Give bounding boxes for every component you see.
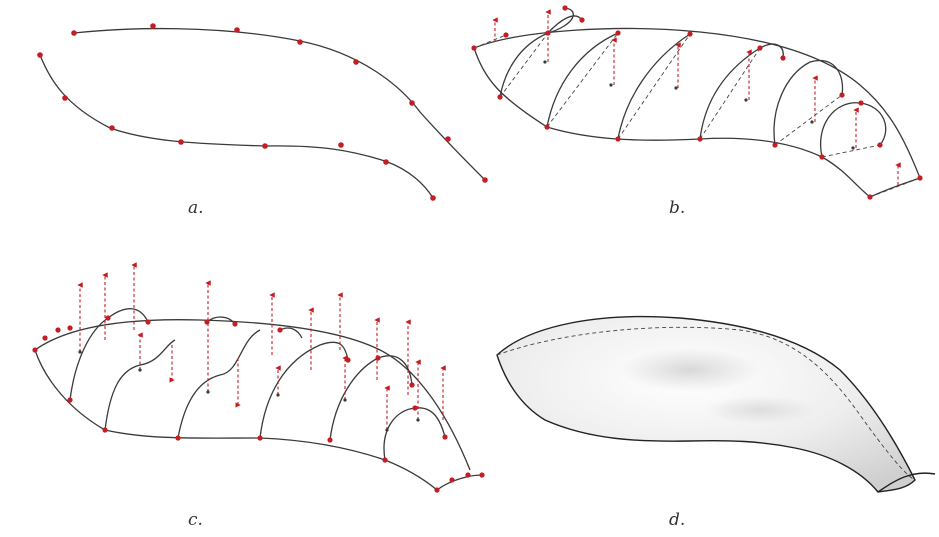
panel-d-shaded-surface bbox=[497, 317, 935, 492]
upper-curve bbox=[74, 29, 485, 180]
upper-boundary-c bbox=[35, 320, 470, 470]
control-points-c bbox=[32, 315, 484, 492]
caption-b: b. bbox=[669, 198, 685, 218]
height-arrows-c bbox=[80, 265, 443, 430]
caption-d: d. bbox=[669, 510, 685, 530]
caption-a: a. bbox=[188, 198, 204, 218]
caption-c: c. bbox=[188, 510, 203, 530]
end-cap-c bbox=[437, 475, 482, 490]
surface-fold bbox=[705, 396, 815, 424]
surface-dent bbox=[620, 348, 760, 392]
surface-body bbox=[497, 317, 915, 492]
section-arcs-b bbox=[500, 8, 886, 157]
knots-c bbox=[78, 350, 419, 431]
section-chords-b bbox=[474, 33, 920, 197]
panel-b-section-arcs bbox=[471, 5, 922, 199]
lower-curve bbox=[40, 55, 433, 198]
panel-a-boundary-curves bbox=[37, 23, 488, 201]
panel-c-deformed-arcs bbox=[32, 265, 484, 493]
lower-boundary-c bbox=[35, 350, 437, 490]
